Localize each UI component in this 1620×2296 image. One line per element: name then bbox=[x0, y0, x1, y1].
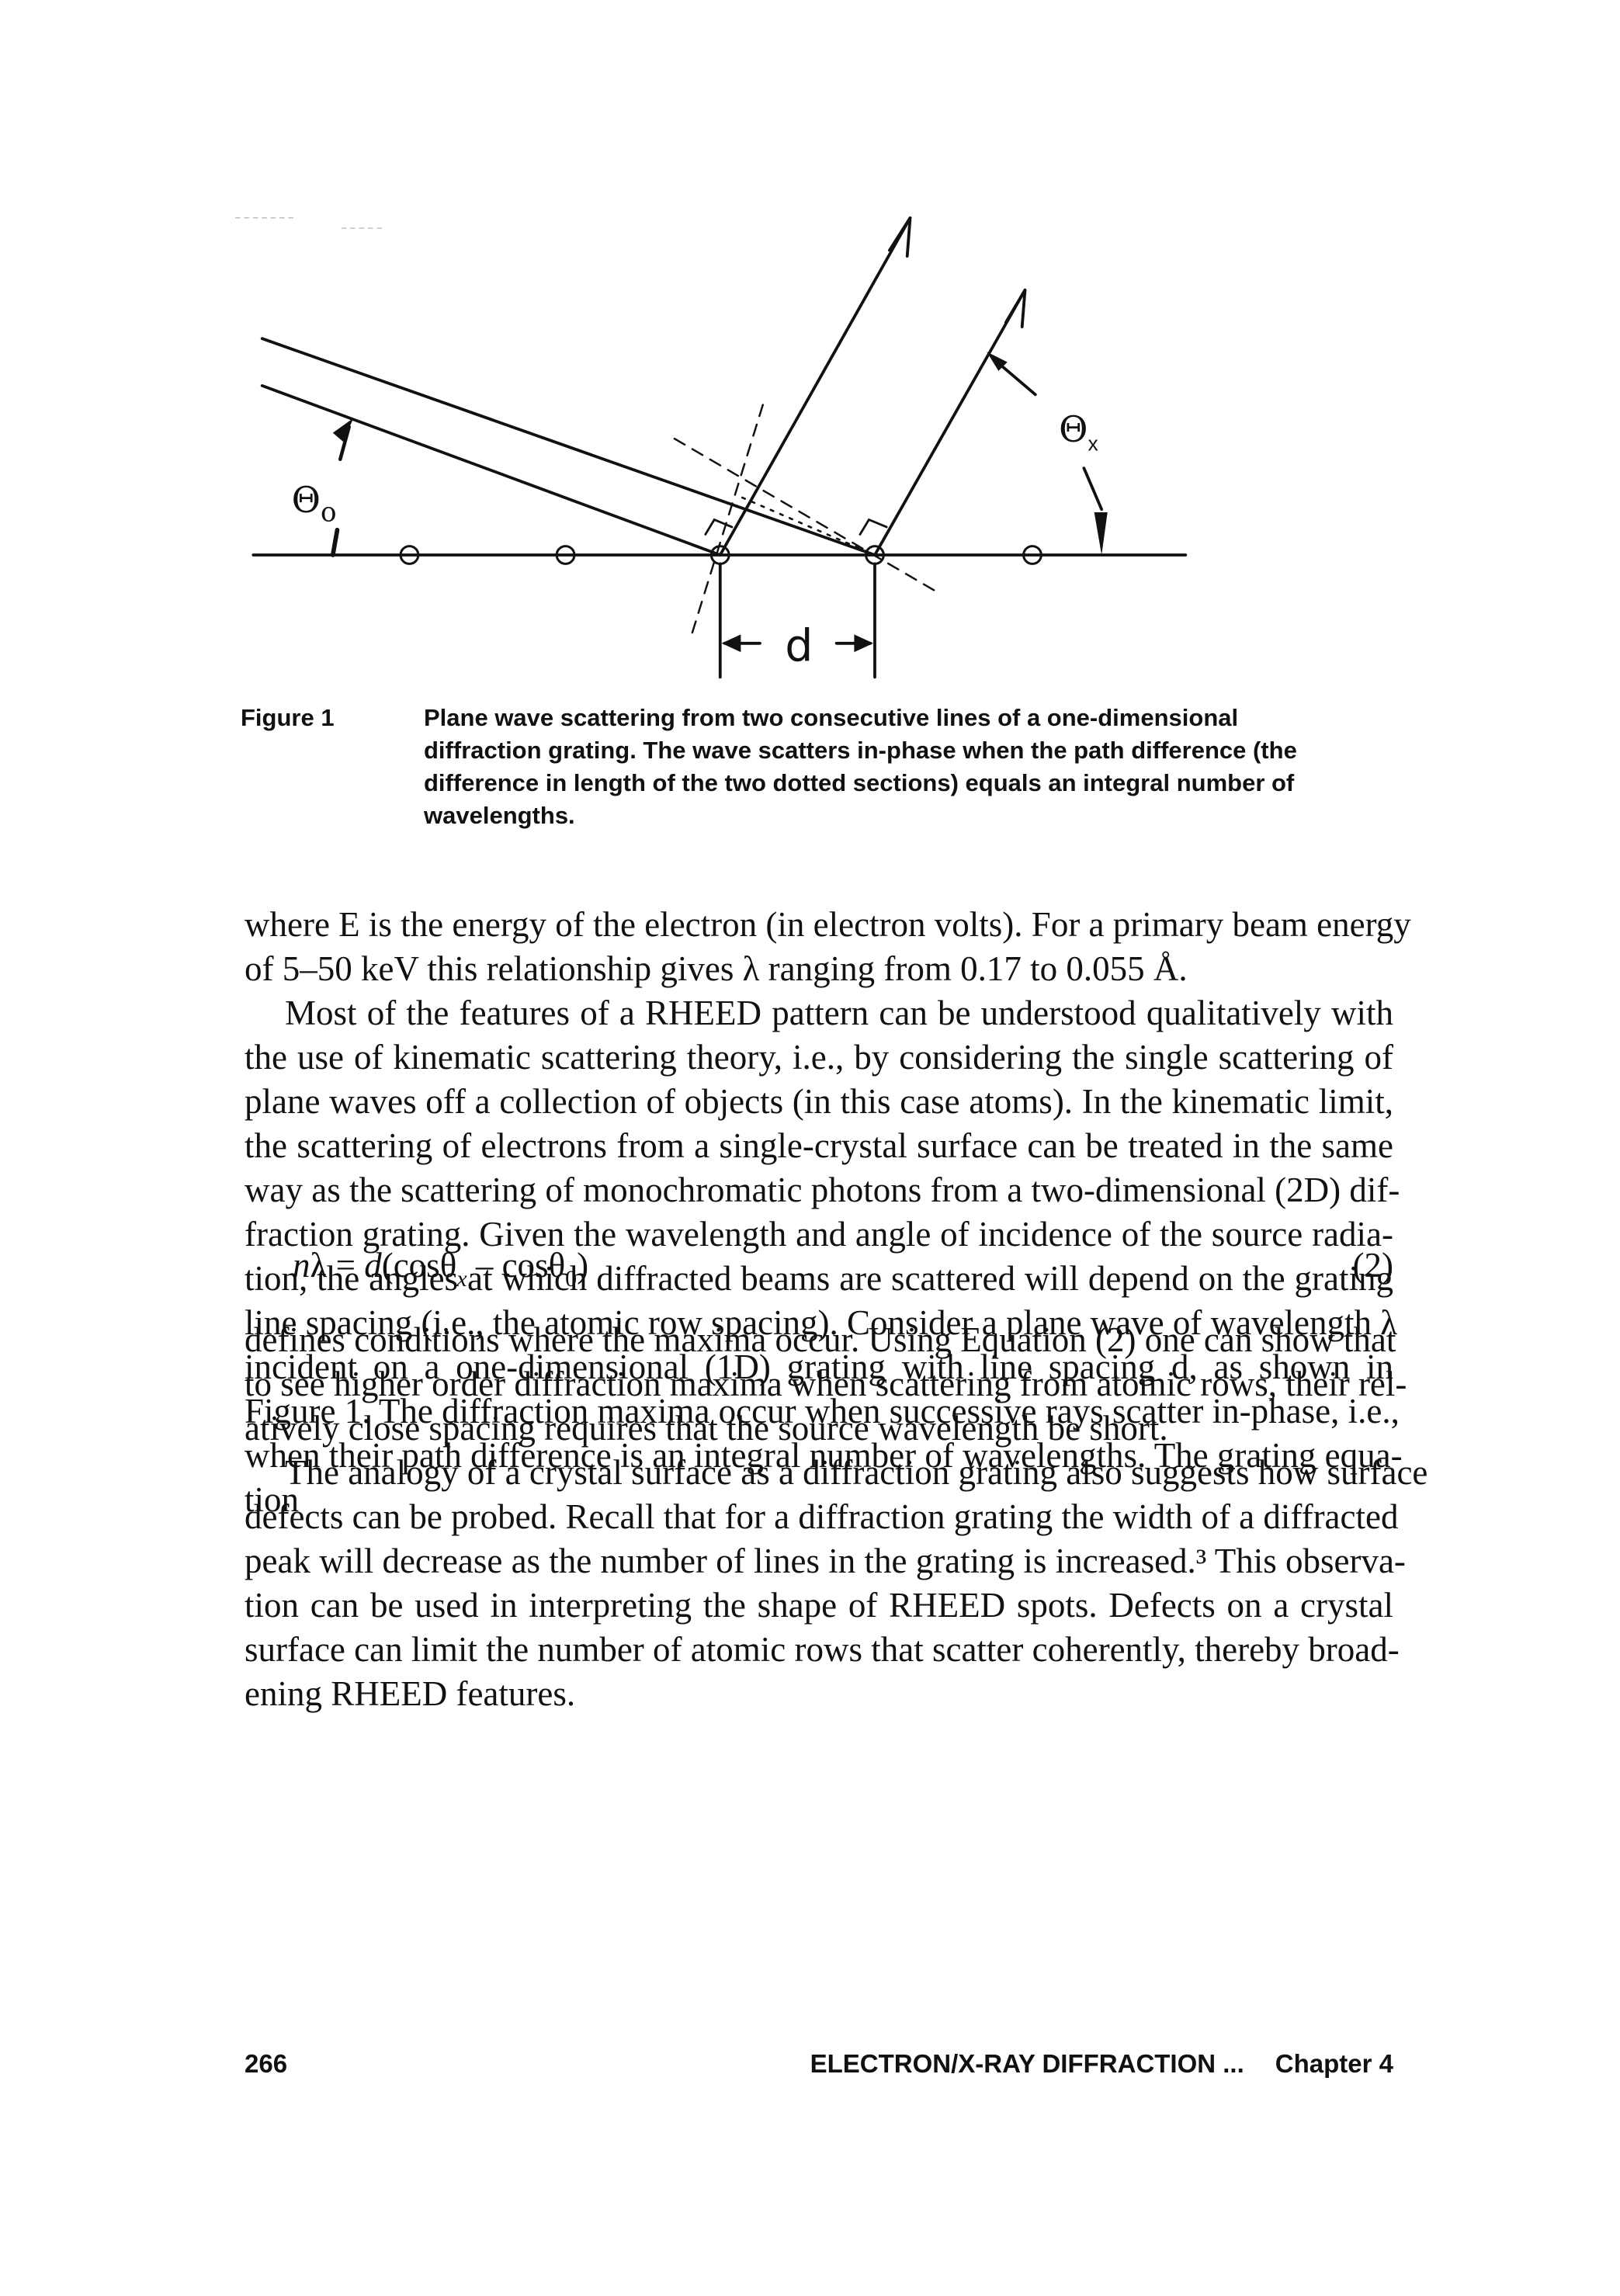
body-text-before-equation: where E is the energy of the electron (i… bbox=[245, 903, 1411, 1522]
text-line: the use of kinematic scattering theory, … bbox=[245, 1038, 1393, 1077]
text-line: The analogy of a crystal surface as a di… bbox=[285, 1453, 1428, 1492]
caption-line: diffraction grating. The wave scatters i… bbox=[424, 737, 1297, 764]
text-line: fraction grating. Given the wavelength a… bbox=[245, 1215, 1393, 1254]
theta0-arrowhead bbox=[332, 418, 354, 442]
text-line: the scattering of electrons from a singl… bbox=[245, 1126, 1393, 1165]
paragraph-maxima-conditions: defines conditions where the maxima occu… bbox=[245, 1318, 1407, 1451]
eq-close: ) bbox=[577, 1246, 589, 1285]
grating-equation: nλ = d(cosθx – cosθ0) (2) bbox=[245, 1245, 1393, 1299]
atom-marker bbox=[399, 545, 420, 565]
page-footer: 266 ELECTRON/X-RAY DIFFRACTION ... Chapte… bbox=[245, 2049, 1393, 2084]
scattered-ray-left bbox=[718, 216, 912, 557]
caption-line: Plane wave scattering from two consecuti… bbox=[424, 704, 1239, 731]
text-line: tion, the angles at which diffracted bea… bbox=[245, 1259, 1393, 1298]
thetax-lower-arrowhead bbox=[1094, 512, 1108, 555]
thetax-symbol: Θ bbox=[1059, 409, 1088, 450]
caption-line: difference in length of the two dotted s… bbox=[424, 769, 1295, 796]
running-head-title: ELECTRON/X-RAY DIFFRACTION ... bbox=[810, 2049, 1244, 2078]
thetax-subscript: x bbox=[1088, 432, 1098, 455]
text-line: tion can be used in interpreting the sha… bbox=[245, 1586, 1393, 1625]
eq-equals: = bbox=[327, 1246, 365, 1285]
text-line: when their path difference is an integra… bbox=[245, 1436, 1403, 1475]
text-line: surface can limit the number of atomic r… bbox=[245, 1630, 1400, 1669]
text-line: Most of the features of a RHEED pattern … bbox=[285, 994, 1393, 1032]
theta0-lower-marker bbox=[330, 527, 340, 557]
text-line: incident on a one-dimensional (1D) grati… bbox=[245, 1347, 1393, 1386]
eq-open: (cosθ bbox=[381, 1246, 457, 1285]
spacing-label: d bbox=[785, 621, 813, 672]
text-line: atively close spacing requires that the … bbox=[245, 1409, 1168, 1448]
eq-minus: – cosθ bbox=[467, 1246, 566, 1285]
running-head: ELECTRON/X-RAY DIFFRACTION ... Chapter 4 bbox=[810, 2049, 1393, 2079]
paragraph-kinematic-scattering: Most of the features of a RHEED pattern … bbox=[245, 991, 1403, 1522]
scattered-ray-right-arrowhead bbox=[1004, 289, 1027, 328]
text-line: peak will decrease as the number of line… bbox=[245, 1542, 1406, 1580]
scattered-ray-left-arrowhead bbox=[888, 217, 912, 258]
equation-expression: nλ = d(cosθx – cosθ0) bbox=[293, 1245, 589, 1291]
right-angle-mark bbox=[704, 518, 734, 536]
text-line: where E is the energy of the electron (i… bbox=[245, 905, 1411, 944]
paragraph-energy-range: where E is the energy of the electron (i… bbox=[245, 903, 1411, 991]
incident-wavefront-dashed bbox=[673, 437, 938, 593]
figure-1-diagram: Θo Θx d bbox=[234, 216, 1188, 679]
thetax-arrowhead bbox=[987, 352, 1008, 371]
paragraph-surface-defects: The analogy of a crystal surface as a di… bbox=[245, 1451, 1428, 1716]
theta0-symbol: Θ bbox=[292, 480, 321, 521]
theta0-subscript: o bbox=[321, 497, 337, 528]
caption-label: Figure 1 bbox=[241, 704, 335, 731]
incident-ray-upper bbox=[260, 337, 876, 557]
text-line: tion bbox=[245, 1480, 300, 1519]
text-line: of 5–50 keV this relationship gives λ ra… bbox=[245, 949, 1188, 988]
caption-text: Plane wave scattering from two consecuti… bbox=[424, 702, 1389, 832]
text-line: Figure 1. The diffraction maxima occur w… bbox=[245, 1392, 1400, 1431]
text-line: defects can be probed. Recall that for a… bbox=[245, 1497, 1399, 1536]
eq-sub-0: 0 bbox=[565, 1266, 578, 1292]
text-line: plane waves off a collection of objects … bbox=[245, 1082, 1393, 1121]
eq-sub-x: x bbox=[456, 1266, 467, 1292]
theta0-arrow-shaft bbox=[338, 425, 351, 461]
text-line: ening RHEED features. bbox=[245, 1674, 576, 1713]
page-number: 266 bbox=[245, 2049, 288, 2078]
thetax-label: Θx bbox=[1059, 409, 1098, 455]
text-line: way as the scattering of monochromatic p… bbox=[245, 1171, 1400, 1209]
eq-n: n bbox=[293, 1246, 310, 1285]
path-difference-dotted bbox=[741, 496, 876, 557]
atom-marker bbox=[555, 545, 576, 565]
incident-ray-lower bbox=[260, 384, 722, 557]
theta0-label: Θo bbox=[292, 480, 337, 528]
spacing-arrowhead-left bbox=[721, 634, 741, 653]
thetax-arc-lower bbox=[1082, 466, 1104, 512]
scattered-wavefront-dashed bbox=[691, 404, 765, 634]
spacing-arrowhead-right bbox=[854, 634, 874, 653]
equation-number: (2) bbox=[1352, 1246, 1393, 1285]
text-line: to see higher order diffraction maxima w… bbox=[245, 1365, 1407, 1403]
chapter-label: Chapter 4 bbox=[1275, 2049, 1393, 2078]
body-text-after-equation: defines conditions where the maxima occu… bbox=[245, 1318, 1428, 1716]
right-angle-mark bbox=[859, 518, 888, 536]
eq-lambda: λ bbox=[310, 1246, 328, 1285]
scattered-ray-right bbox=[873, 288, 1027, 557]
text-line: defines conditions where the maxima occu… bbox=[245, 1320, 1396, 1359]
atom-marker bbox=[1022, 545, 1042, 565]
eq-d: d bbox=[364, 1246, 382, 1285]
caption-line: wavelengths. bbox=[424, 802, 575, 829]
text-line: line spacing (i.e., the atomic row spaci… bbox=[245, 1303, 1398, 1342]
